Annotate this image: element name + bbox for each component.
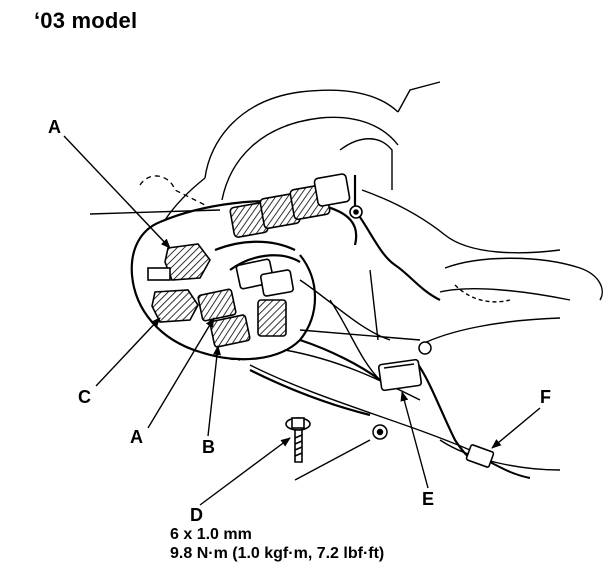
connector-c — [151, 289, 199, 323]
ground-terminal — [372, 341, 432, 440]
callout-a-upper: A — [48, 117, 61, 137]
bolt-size-spec: 6 x 1.0 mm — [170, 526, 252, 543]
torque-spec: 9.8 N·m (1.0 kgf·m, 7.2 lbf·ft) — [170, 545, 385, 562]
callout-a-lower: A — [130, 427, 143, 447]
callout-e: E — [422, 489, 435, 509]
callout-b: B — [202, 437, 215, 457]
floor-outline — [249, 257, 603, 471]
connector-e — [377, 358, 423, 392]
callout-c: C — [78, 387, 91, 407]
callout-f: F — [540, 387, 551, 407]
bolt-d — [285, 417, 311, 463]
callout-leaders — [63, 135, 541, 506]
center-connectors — [197, 258, 295, 348]
upper-connector-row — [229, 173, 363, 238]
connector-f — [465, 444, 531, 479]
callout-d: D — [190, 505, 203, 525]
connector-a-upper — [147, 243, 211, 281]
dashboard-outline — [89, 81, 561, 254]
model-title: ‘03 model — [34, 8, 138, 33]
